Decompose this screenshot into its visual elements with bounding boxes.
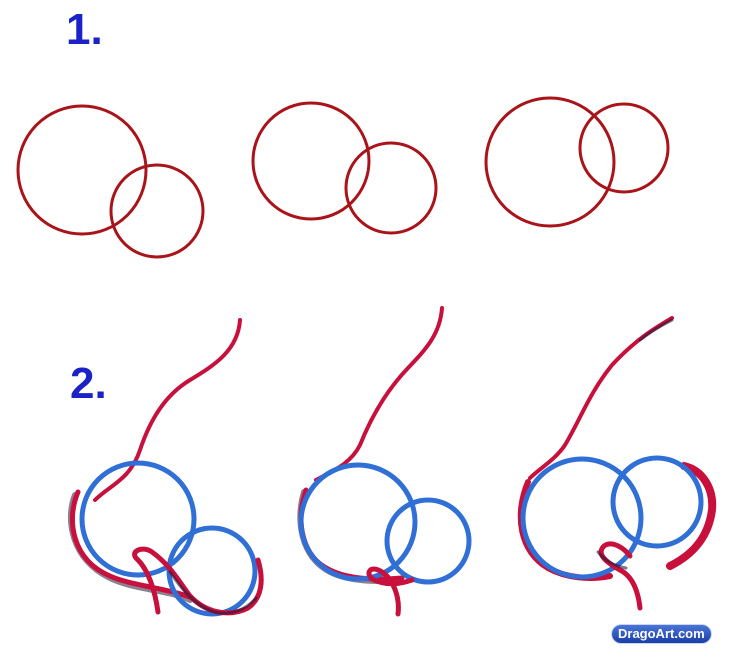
step2-nose-sketches xyxy=(67,306,717,617)
nose-circle-large xyxy=(520,456,644,580)
nose-sketch-left xyxy=(67,318,264,617)
dragoart-watermark: DragoArt.com xyxy=(612,625,711,643)
nose-circle-large xyxy=(298,462,418,582)
nose-circle-small xyxy=(610,455,704,549)
nose-bridge-line xyxy=(93,318,242,502)
nose-bridge-line xyxy=(528,316,674,480)
step-1-label: 1. xyxy=(66,5,103,54)
nose-circle-small xyxy=(384,497,472,585)
nose-circle-small xyxy=(166,525,258,617)
nostril-curl-shadow xyxy=(168,570,258,615)
guide-circle-small xyxy=(109,163,205,259)
nose-bridge-shadow xyxy=(638,318,674,342)
step-2-label: 2. xyxy=(70,359,107,408)
step1-guide-circles xyxy=(16,96,670,259)
circle-pair-middle xyxy=(251,101,438,235)
nose-sketch-right xyxy=(517,316,717,611)
nose-circle-large xyxy=(79,460,197,578)
circle-pair-right xyxy=(484,96,670,228)
nose-bridge-line xyxy=(314,306,444,482)
guide-circle-large xyxy=(484,96,616,228)
guide-circle-small xyxy=(344,141,438,235)
nose-tip-back xyxy=(666,462,717,570)
nose-sketch-middle xyxy=(297,306,472,617)
guide-circle-small xyxy=(578,102,670,194)
nostril-curl xyxy=(366,566,415,617)
nostril-curl-shadow xyxy=(596,550,628,570)
guide-circle-large xyxy=(251,101,371,221)
nose-tip-outline xyxy=(517,479,613,581)
nostril-curl xyxy=(132,546,264,616)
guide-circle-large xyxy=(16,104,148,236)
nose-tip-outline xyxy=(69,489,195,601)
circle-pair-left xyxy=(16,104,205,259)
